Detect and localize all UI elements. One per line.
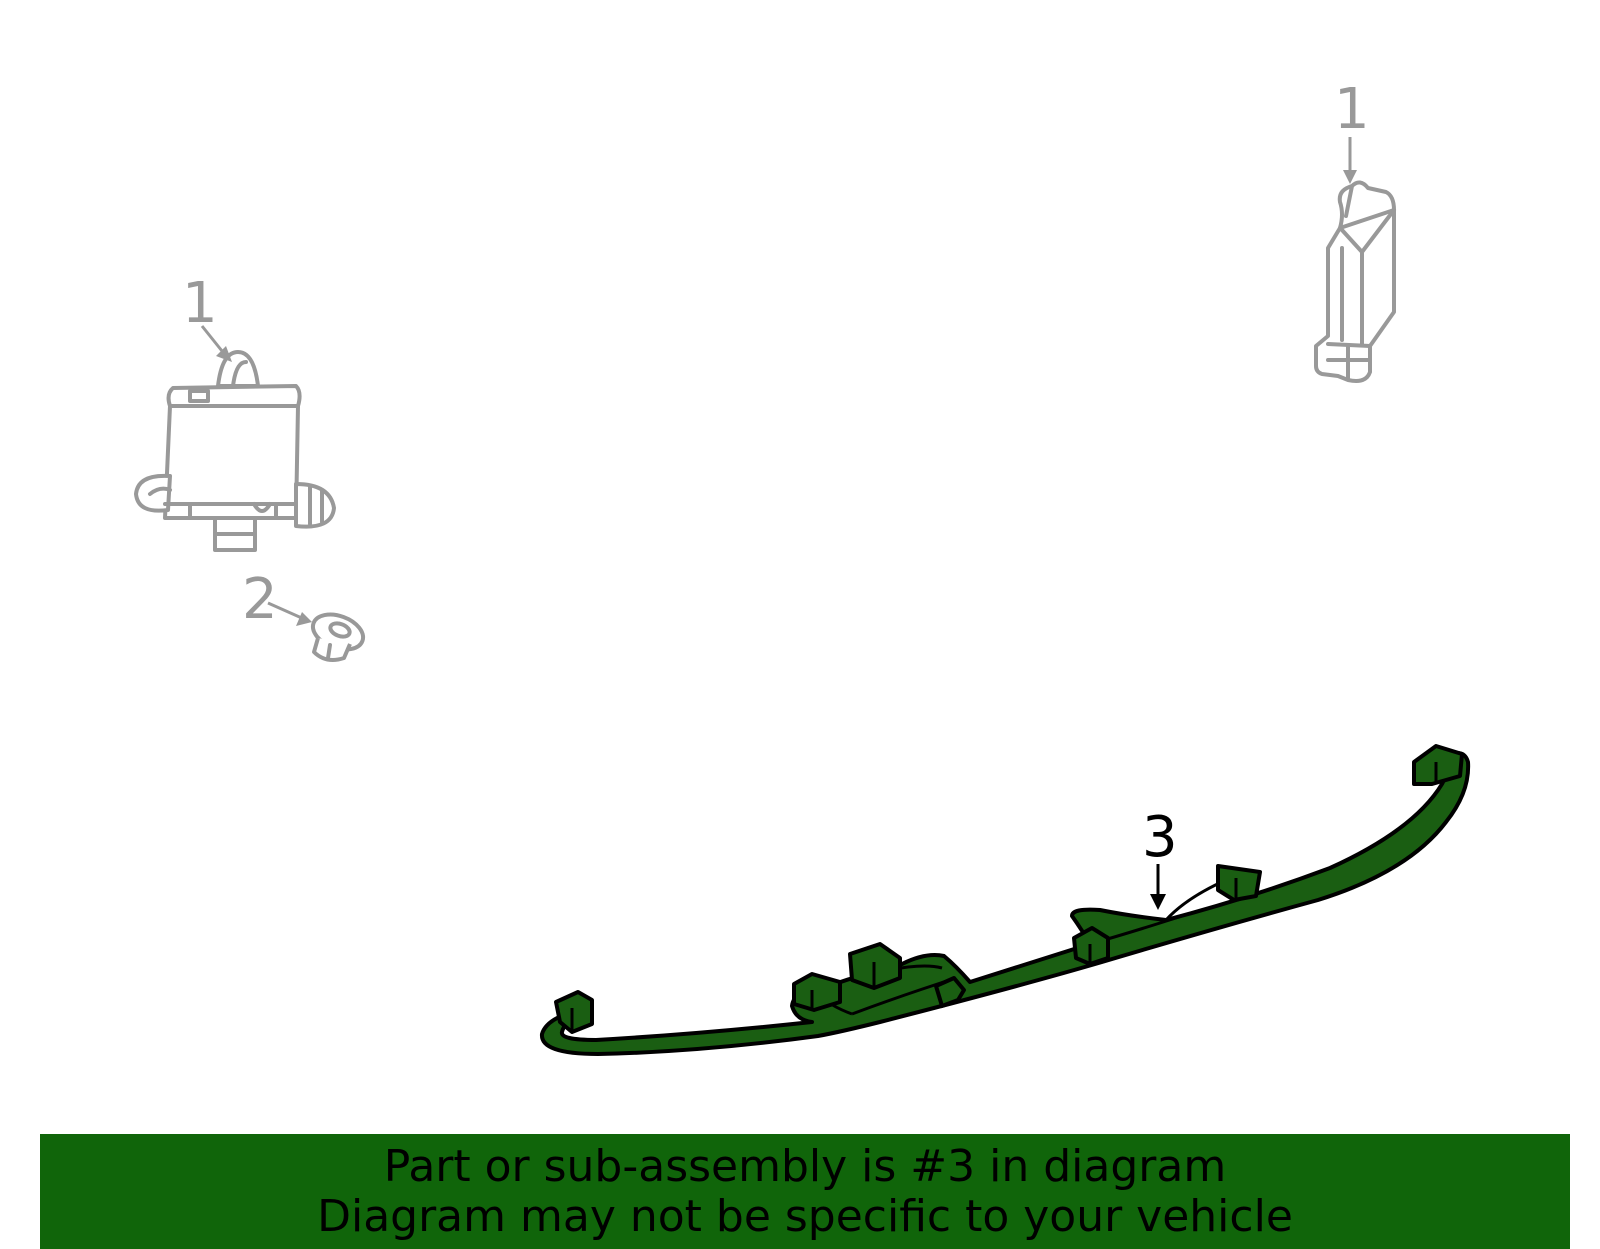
callout-3: 3 xyxy=(1142,805,1178,870)
clip-part-2[interactable] xyxy=(308,608,368,662)
arrowhead-1-left xyxy=(216,346,232,362)
callout-2: 2 xyxy=(242,567,278,632)
leader-line-2 xyxy=(267,601,305,621)
callout-1-right: 1 xyxy=(1334,77,1370,142)
parts-diagram: 1 2 1 xyxy=(134,77,1471,1056)
banner-line-2: Diagram may not be specific to your vehi… xyxy=(317,1191,1293,1242)
banner-line-1: Part or sub-assembly is #3 in diagram xyxy=(383,1141,1227,1192)
info-banner: Part or sub-assembly is #3 in diagram Di… xyxy=(40,1134,1570,1249)
arrowhead-3 xyxy=(1150,894,1166,910)
wiring-harness-part-3[interactable] xyxy=(540,744,1471,1056)
right-module-part-1[interactable] xyxy=(1314,180,1396,383)
callout-1-left: 1 xyxy=(182,271,218,336)
arrowhead-2 xyxy=(296,612,312,626)
arrowhead-1-right xyxy=(1343,170,1357,184)
left-module-part-1[interactable] xyxy=(134,350,336,552)
